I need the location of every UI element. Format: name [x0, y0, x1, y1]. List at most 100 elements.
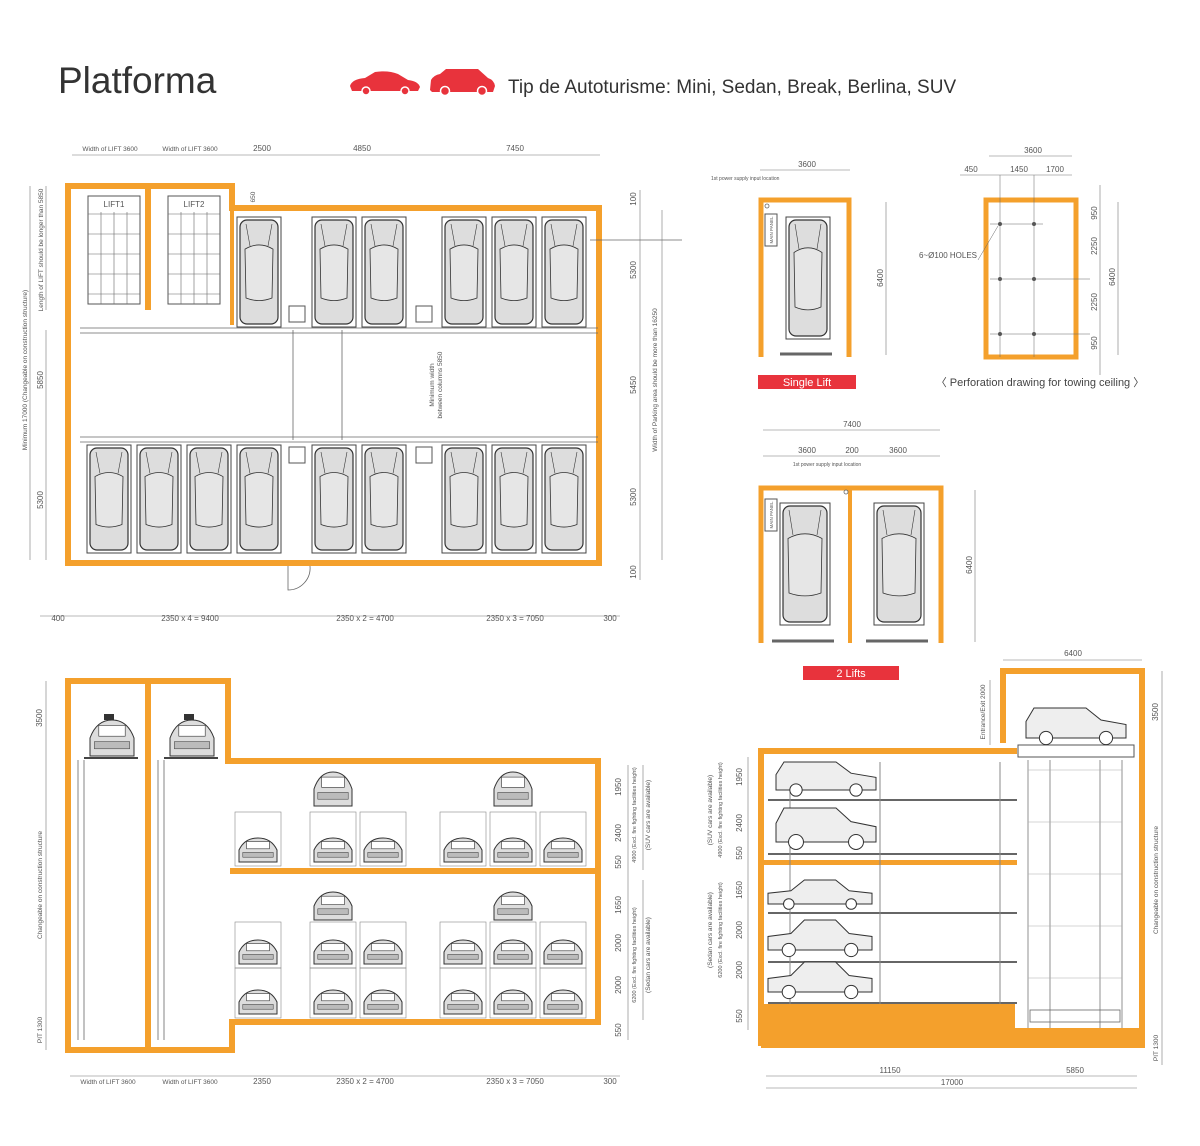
left-lower-cars: (Sedan cars are available): [645, 917, 652, 993]
dim-lift1-width: Width of LIFT 3600: [82, 146, 138, 153]
rack-cell: [489, 811, 537, 867]
left-lower-1650: 1650: [614, 896, 623, 914]
right-lower-2000a: 2000: [735, 921, 744, 939]
car-top-view: [86, 444, 132, 554]
car-top-view: [541, 444, 587, 554]
lift2-label: LIFT2: [184, 200, 205, 209]
car-front-view: [543, 939, 583, 965]
two-lifts-width-right: 3600: [889, 446, 907, 455]
car-front-view: [543, 837, 583, 863]
column-note-line2: between columns 5850: [437, 351, 444, 418]
tower-width: 6400: [1064, 649, 1082, 658]
car-top-view: [541, 216, 587, 328]
car-top-view: [236, 444, 282, 554]
right-upper-cars: (SUV cars are available): [707, 775, 714, 845]
dim-top-4850: 4850: [353, 144, 371, 153]
section-view-left: 3500 Changeable on construction structur…: [35, 678, 652, 1086]
car-front-view: [238, 989, 278, 1015]
car-top-view: [779, 502, 831, 626]
right-upper-550: 550: [735, 846, 744, 860]
perforation-height-950-bottom: 950: [1090, 336, 1099, 350]
rack-cell: [539, 967, 587, 1019]
car-front-view: [443, 939, 483, 965]
left-upper-2400: 2400: [614, 824, 623, 842]
left-lower-note: 6200 (Excl. fire fighting facilities hei…: [632, 907, 638, 1003]
dim-lift2-width: Width of LIFT 3600: [162, 146, 218, 153]
car-front-view: [89, 719, 135, 757]
parking-width-note: Width of Parking area should be more tha…: [652, 308, 659, 452]
perforation-total-width: 3600: [1024, 146, 1042, 155]
car-front-view: [313, 891, 353, 921]
car-top-view: [873, 502, 925, 626]
perforation-height-2250-bottom: 2250: [1090, 293, 1099, 311]
car-top-view: [311, 216, 357, 328]
perforation-height-950-top: 950: [1090, 206, 1099, 220]
car-front-view: [313, 989, 353, 1015]
right-bottom-11150: 11150: [879, 1066, 901, 1075]
car-front-view: [493, 837, 533, 863]
perforation-width-1450: 1450: [1010, 165, 1028, 174]
rack-cell: [489, 967, 537, 1019]
car-front-view: [313, 837, 353, 863]
perforation-width-450: 450: [964, 165, 978, 174]
dim-top-2500: 2500: [253, 144, 271, 153]
suv-side-view: [1025, 707, 1127, 746]
car-front-view: [238, 939, 278, 965]
sedan-side-view: [767, 919, 873, 958]
rack-cell: [359, 811, 407, 867]
two-lifts-main-panel: MAIN PANEL: [769, 501, 774, 528]
left-upper-cars: (SUV cars are available): [645, 780, 652, 850]
car-front-view: [169, 719, 215, 757]
right-pit: PIT 1300: [1153, 1034, 1160, 1061]
right-changeable-note: Changeable on construction structure: [1153, 826, 1160, 934]
car-front-view: [313, 771, 353, 807]
perforation-height-2250-top: 2250: [1090, 237, 1099, 255]
single-lift-banner: [758, 375, 856, 389]
left-lower-2000a: 2000: [614, 934, 623, 952]
dim-bottom-400: 400: [51, 614, 65, 623]
perforation-width-1700: 1700: [1046, 165, 1064, 174]
car-front-view: [493, 771, 533, 807]
rack-cell: [309, 811, 357, 867]
car-top-view: [491, 444, 537, 554]
lift1-label: LIFT1: [104, 200, 125, 209]
two-lifts-total-width: 7400: [843, 420, 861, 429]
car-front-view: [493, 939, 533, 965]
left-bottom-lift2: Width of LIFT 3600: [162, 1079, 218, 1086]
single-lift-plan: 3600 1st power supply input location MAI…: [711, 160, 887, 389]
section-view-right: 6400 Entrance/Exit 2000 3500 Changeable …: [707, 649, 1163, 1089]
car-top-view: [491, 216, 537, 328]
lift-hook: [104, 714, 114, 720]
two-lifts-plan: 7400 3600 200 3600 1st power supply inpu…: [758, 420, 976, 680]
left-bottom-4700: 2350 x 2 = 4700: [336, 1077, 394, 1086]
car-types-subtitle: Tip de Autoturisme: Mini, Sedan, Break, …: [508, 77, 956, 98]
lift-hook: [184, 714, 194, 720]
left-bottom-300: 300: [603, 1077, 617, 1086]
dim-right-5450: 5450: [629, 376, 638, 394]
car-front-view: [238, 837, 278, 863]
min-length-note: Minimum 17000 (Changeable on constructio…: [22, 290, 29, 450]
right-bottom-17000: 17000: [941, 1078, 964, 1087]
car-front-view: [313, 939, 353, 965]
left-upper-note: 4900 (Excl. fire fighting facilities hei…: [632, 767, 638, 863]
suv-side-view: [775, 807, 877, 850]
two-lifts-power-note: 1st power supply input location: [793, 462, 862, 468]
car-top-view: [186, 444, 232, 554]
column-note-line1: Minimum width: [429, 363, 436, 407]
dim-right-100-bottom: 100: [629, 565, 638, 579]
left-pit: PIT 1300: [37, 1016, 44, 1043]
page-title: Platforma: [58, 60, 217, 101]
car-top-view: [441, 216, 487, 328]
car-front-view: [543, 989, 583, 1015]
dim-left-5300: 5300: [36, 491, 45, 509]
right-lower-note: 6200 (Excl. fire fighting facilities hei…: [718, 882, 724, 978]
suv-side-view: [775, 761, 877, 797]
car-front-view: [363, 989, 403, 1015]
lift-length-note: Length of LIFT should be longer than 585…: [38, 188, 45, 311]
dim-left-5850: 5850: [36, 371, 45, 389]
car-top-view: [236, 216, 282, 328]
suv-car-icon: [430, 69, 495, 97]
dim-bottom-7050: 2350 x 3 = 7050: [486, 614, 544, 623]
single-lift-label: Single Lift: [783, 377, 831, 389]
